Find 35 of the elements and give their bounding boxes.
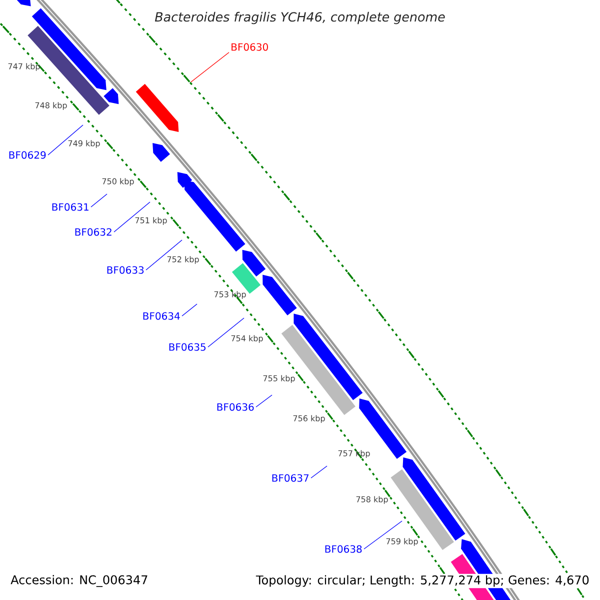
genome-info-text: Topology: circular; Length: 5,277,274 bp; Genes: 4,670 [254,574,591,588]
gene-label: BF0631 [52,203,88,211]
leader-line [364,520,402,550]
scale-label: 752 kbp [167,256,199,264]
leader-line [48,124,84,156]
leader-line [182,304,198,316]
leader-line [146,240,182,270]
gene-label: BF0633 [107,266,144,274]
gene-label: BF0636 [217,403,254,411]
scale-label: 747 kbp [8,63,40,71]
scale-label: 750 kbp [102,178,134,186]
leader-line [190,52,230,82]
gene-label: BF0638 [325,545,362,553]
scale-label: 759 kbp [386,538,418,546]
scale-label: 751 kbp [135,217,167,225]
gene-label: BF0634 [143,312,180,320]
gene-label: BF0632 [75,228,112,236]
leader-line [208,318,244,348]
scale-label: 753 kbp [214,291,246,299]
leader-line [114,202,150,232]
leader-line [256,394,272,408]
gene-label: BF0637 [272,474,309,482]
scale-label: 754 kbp [231,335,263,343]
scale-label: 758 kbp [356,496,388,504]
leader-line [310,466,328,478]
gene-label: BF0629 [9,151,46,159]
scale-label: 748 kbp [35,102,67,110]
scale-label: 756 kbp [293,415,325,423]
scale-label: 755 kbp [263,375,295,383]
title: Bacteroides fragilis YCH46, complete genome [154,12,445,24]
accession-text: Accession: NC_006347 [10,575,148,587]
leader-line [90,194,108,208]
gene-label: BF0630 [232,43,268,51]
gene-label: BF0635 [169,343,206,351]
scale-label: 749 kbp [68,140,100,148]
